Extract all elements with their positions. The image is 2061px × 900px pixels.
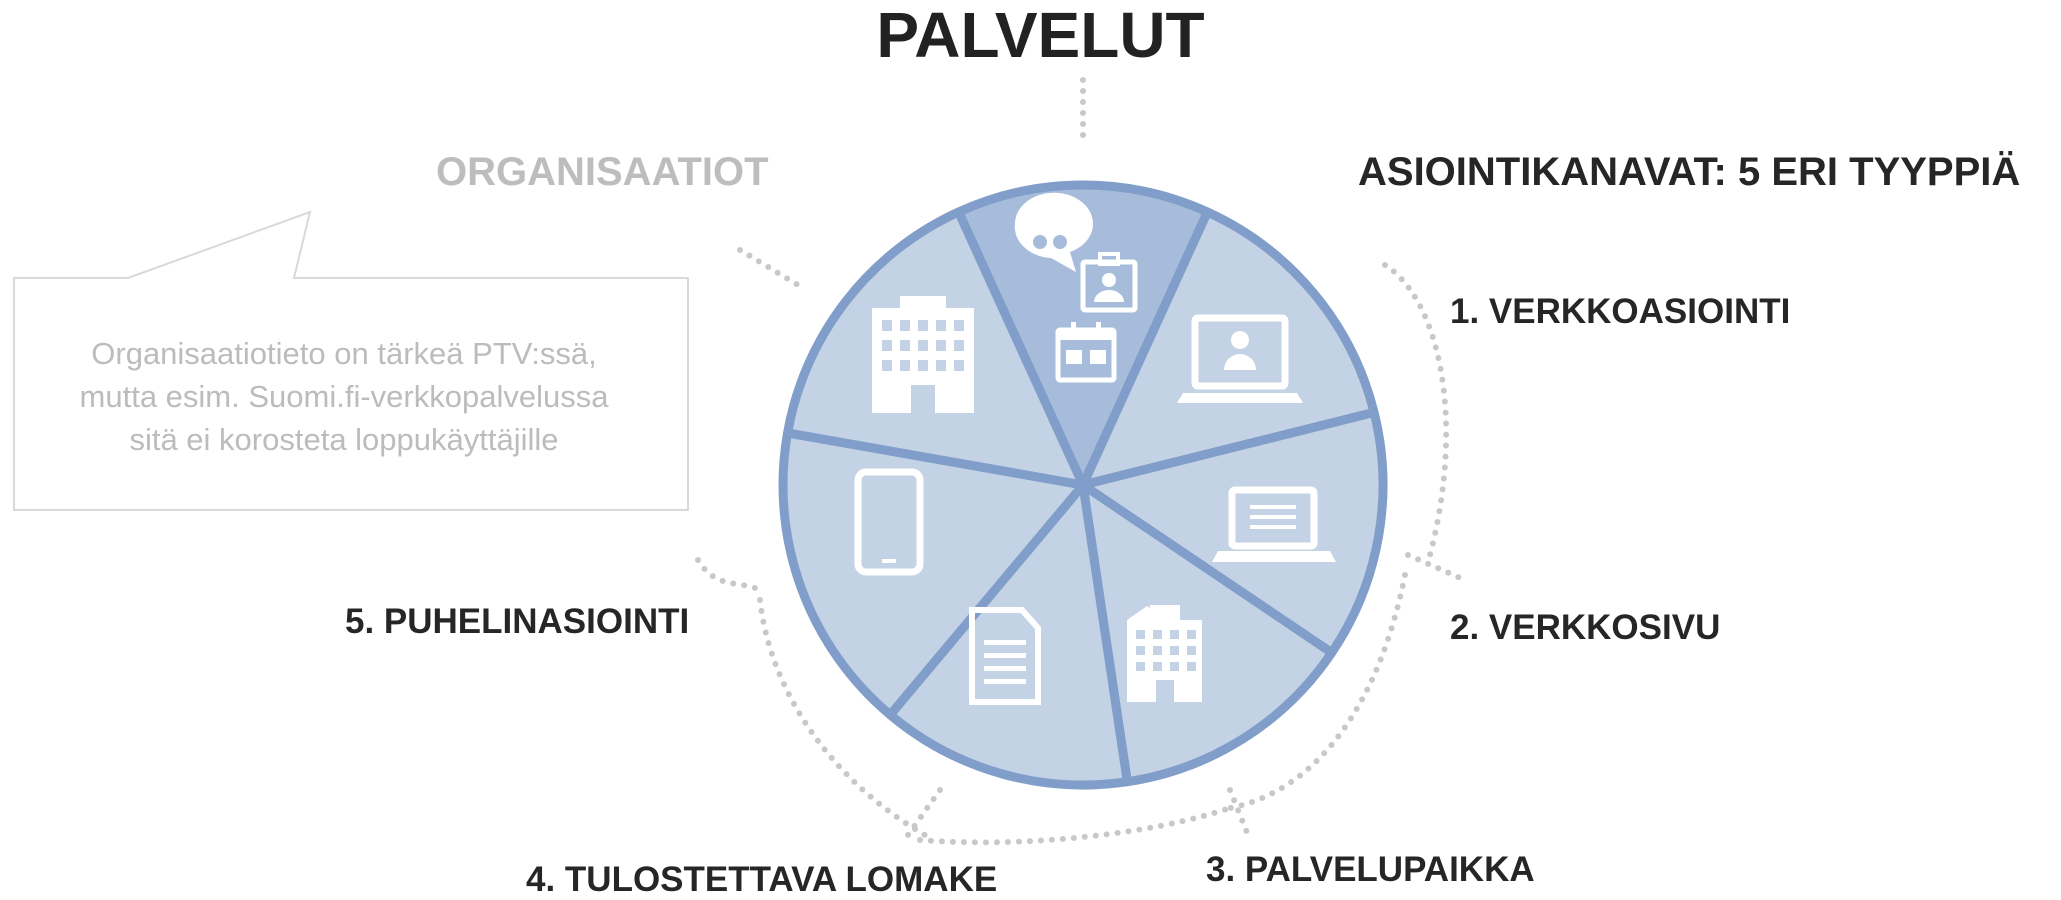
id-badge-icon: [1080, 252, 1138, 313]
note-line: sitä ei korosteta loppukäyttäjille: [129, 422, 559, 457]
channel-label-printable-form: 4. TULOSTETTAVA LOMAKE: [526, 860, 998, 899]
pie-icons: [854, 192, 1336, 705]
laptop-user-icon: [1177, 314, 1303, 403]
channel-label-phone-service: 5. PUHELINASIOINTI: [345, 602, 690, 641]
service-location-connector: [1227, 787, 1251, 838]
chat-bubble-icon: [1014, 192, 1093, 272]
channel-label-online-service: 1. VERKKOASIOINTI: [1450, 292, 1791, 331]
pie-outline: [779, 181, 1387, 789]
channels-heading: ASIOINTIKANAVAT: 5 ERI TYYPPIÄ: [1358, 150, 2021, 194]
service-location-bracket: [917, 805, 1233, 846]
note-line: Organisaatiotieto on tärkeä PTV:ssä,: [91, 336, 597, 371]
printable-form-bracket: [757, 597, 928, 838]
document-icon: [969, 607, 1041, 705]
calendar-icon: [1055, 322, 1117, 383]
channel-label-web-page: 2. VERKKOSIVU: [1450, 608, 1721, 647]
phone-service-bracket: [695, 557, 763, 593]
web-page-bracket: [1227, 572, 1408, 811]
organization-building-icon: [872, 296, 974, 413]
online-service-bracket: [1382, 262, 1450, 558]
organizations-note: Organisaatiotieto on tärkeä PTV:ssä, mut…: [14, 332, 674, 461]
channel-label-service-location: 3. PALVELUPAIKKA: [1206, 850, 1535, 889]
printable-form-connector: [905, 787, 943, 838]
building-icon: [1127, 605, 1202, 702]
note-line: mutta esim. Suomi.fi-verkkopalvelussa: [79, 379, 609, 414]
tablet-icon: [854, 468, 924, 576]
page-title: PALVELUT: [876, 0, 1205, 71]
speech-bubble: [13, 210, 689, 511]
organizations-connector: [737, 247, 801, 288]
organizations-label: ORGANISAATIOT: [436, 150, 769, 194]
web-page-connector: [1405, 552, 1468, 583]
laptop-document-icon: [1212, 486, 1336, 562]
dotted-connectors: [695, 77, 1468, 846]
